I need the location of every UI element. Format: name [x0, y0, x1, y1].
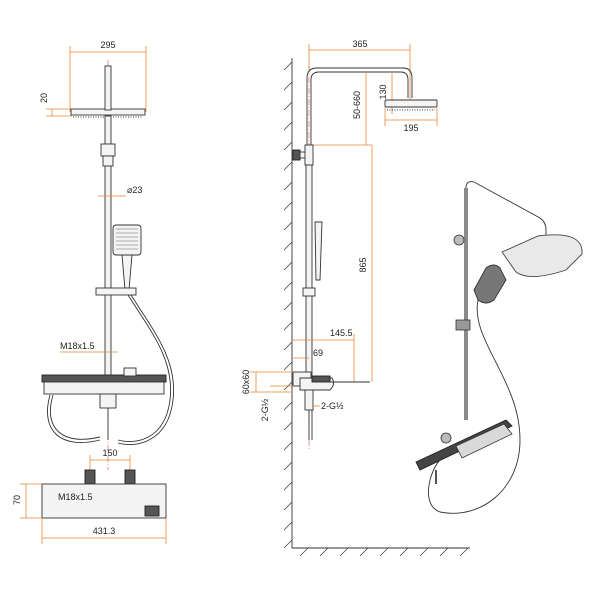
dim-adjust-range: 50-660	[352, 91, 362, 119]
inlet-left	[84, 469, 96, 485]
dim-inlet-height: 60x60	[241, 370, 251, 395]
dim-shelf-width: 431.3	[93, 526, 116, 536]
mixer-shelf-body	[43, 381, 165, 395]
front-view: 295 20 ⌀23	[12, 40, 175, 544]
dim-head-width: 295	[100, 40, 115, 50]
perspective-bracket	[453, 234, 465, 246]
perspective-shower-head	[501, 234, 583, 277]
side-riser-pipe	[305, 164, 313, 376]
dim-outlet-thread: 2-G½	[321, 401, 344, 411]
wall-hatch	[283, 61, 293, 549]
dim-shelf-height: 70	[12, 495, 22, 505]
dim-inlet-spacing: 150	[102, 448, 117, 458]
shower-hose	[117, 294, 172, 443]
wall-bracket	[292, 149, 301, 161]
perspective-hose	[428, 299, 521, 514]
dim-wall-offset: 69	[313, 348, 323, 358]
inlet-right	[124, 469, 136, 485]
perspective-mixer	[455, 423, 513, 459]
hand-shower-handle	[121, 254, 133, 291]
hand-shower-head	[112, 224, 142, 256]
side-shower-head	[384, 99, 438, 108]
dim-head-thickness: 20	[39, 93, 49, 103]
floor-hatch	[299, 547, 469, 557]
dim-head-drop: 130	[378, 84, 388, 99]
shower-arm	[306, 67, 413, 145]
perspective-arm	[465, 181, 547, 244]
dim-head-size: 195	[403, 123, 418, 133]
perspective-hand-shower	[473, 264, 507, 304]
dim-inlet-thread: 2-G½	[260, 398, 270, 421]
perspective-view	[415, 181, 583, 514]
dim-shelf-depth: 145.5	[330, 328, 353, 338]
mixer-shelf-top	[41, 374, 167, 383]
dim-arm-length: 365	[352, 39, 367, 49]
riser-connector	[100, 143, 116, 157]
dim-riser-height: 865	[358, 257, 368, 272]
side-hand-shower	[314, 221, 323, 281]
mixer-outlet	[99, 393, 117, 409]
dim-thread-bottom: M18x1.5	[58, 492, 93, 502]
dim-pipe-diameter: ⌀23	[127, 185, 142, 195]
side-view: 365 130 195 50-660 865 14	[241, 39, 470, 557]
dim-thread-top: M18x1.5	[60, 341, 95, 351]
slide-holder	[95, 287, 137, 296]
top-arm-pipe	[104, 65, 112, 111]
